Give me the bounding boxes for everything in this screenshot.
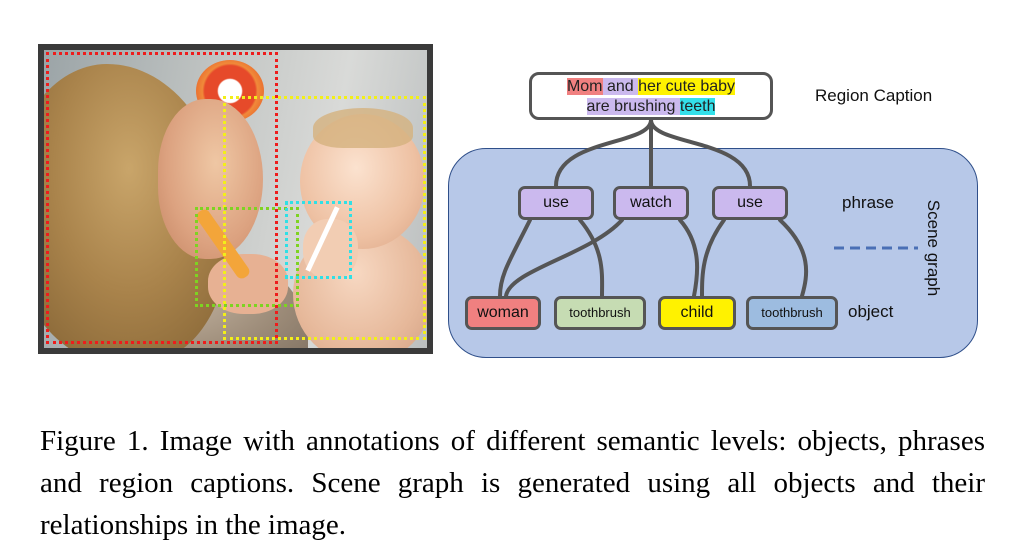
photo-frame-top xyxy=(38,44,433,50)
edge-watch-child xyxy=(678,218,700,298)
object-node-woman: woman xyxy=(465,296,541,330)
label-object: object xyxy=(848,302,894,321)
label-scene-graph: Scene graph xyxy=(924,199,943,297)
bbox-toothbrush-2 xyxy=(285,201,352,279)
photo-frame-left xyxy=(38,44,44,354)
bbox-toothbrush-1 xyxy=(195,207,299,307)
scene-graph-diagram: Mom and her cute baby are brushing teeth… xyxy=(440,60,1000,370)
graph-edges xyxy=(498,118,918,298)
caption-her-cute-baby: her cute baby xyxy=(638,78,736,95)
photo-frame-bottom xyxy=(38,348,433,354)
edge-use2-brush2 xyxy=(778,218,809,298)
object-node-toothbrush-2: toothbrush xyxy=(746,296,838,330)
phrase-node-use-1: use xyxy=(518,186,594,220)
caption-line-2: are brushing teeth xyxy=(532,97,770,117)
edge-watch-woman xyxy=(504,218,624,298)
annotated-photo xyxy=(38,44,433,354)
edge-use1-woman xyxy=(498,218,532,298)
caption-are-brushing: are brushing xyxy=(586,98,680,115)
object-node-child: child xyxy=(658,296,736,330)
phrase-node-watch: watch xyxy=(613,186,689,220)
label-phrase: phrase xyxy=(842,193,894,212)
caption-teeth: teeth xyxy=(679,98,716,115)
edge-use2-child xyxy=(700,218,726,298)
bbox-child xyxy=(223,96,426,340)
label-region-caption: Region Caption xyxy=(815,86,933,105)
figure-caption: Figure 1. Image with annotations of diff… xyxy=(40,425,985,541)
caption-mom: Mom xyxy=(566,78,603,95)
edge-caption-use2 xyxy=(649,118,752,188)
region-caption-box: Mom and her cute baby are brushing teeth xyxy=(529,72,773,120)
object-node-toothbrush-1: toothbrush xyxy=(554,296,646,330)
photo-frame-right xyxy=(427,44,433,354)
bbox-woman xyxy=(46,52,278,344)
phrase-node-use-2: use xyxy=(712,186,788,220)
baby-hair xyxy=(313,108,413,148)
baby-hand xyxy=(303,219,358,279)
caption-and: and xyxy=(602,78,639,95)
edge-use1-brush1 xyxy=(578,218,605,298)
caption-line-1: Mom and her cute baby xyxy=(532,77,770,97)
edge-caption-use1 xyxy=(554,118,653,188)
